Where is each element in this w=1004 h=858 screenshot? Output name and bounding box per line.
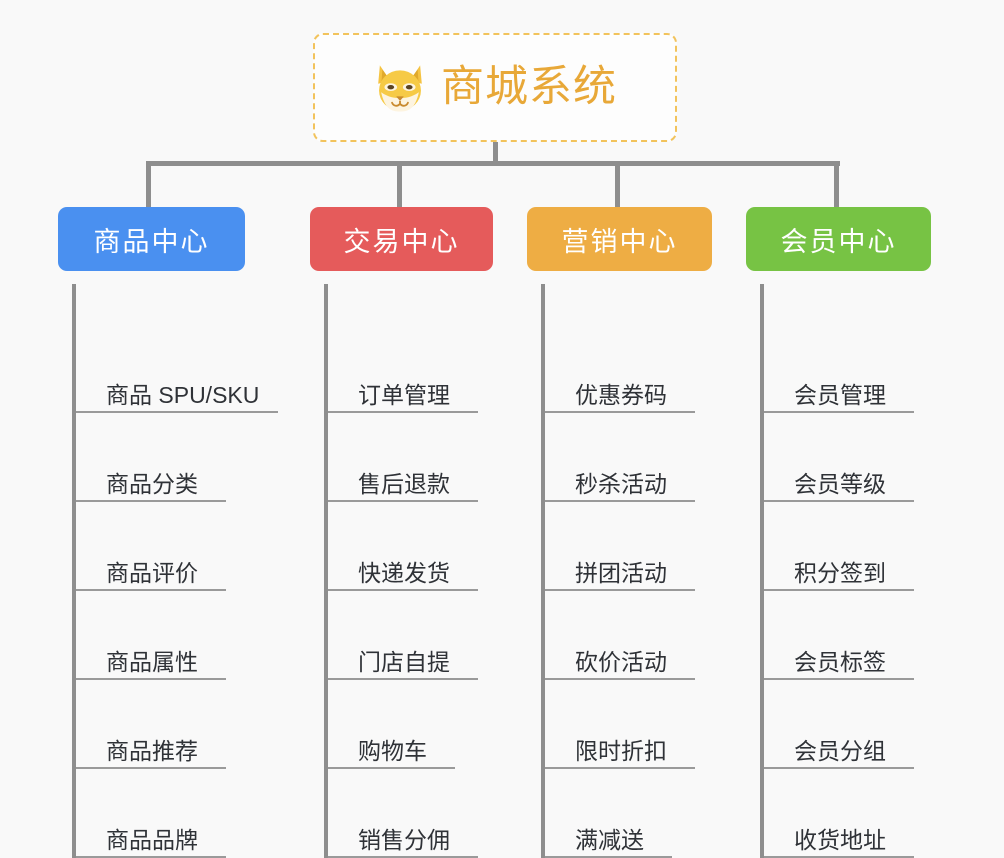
branch-item-rule <box>545 767 695 769</box>
branch-item-rule <box>328 678 478 680</box>
branch-item-label: 会员等级 <box>794 471 886 497</box>
branch-item-label: 秒杀活动 <box>575 471 667 497</box>
branch-item-label: 会员管理 <box>794 382 886 408</box>
branch-item-label: 售后退款 <box>358 471 450 497</box>
connector-horizontal-bus <box>148 161 840 166</box>
connector-root-drop <box>493 142 498 164</box>
branch-item-rule <box>328 411 478 413</box>
branch-item-label: 订单管理 <box>358 382 450 408</box>
branch-item-label: 限时折扣 <box>575 738 667 764</box>
branch-item-rule <box>328 589 478 591</box>
branch-item-label: 收货地址 <box>794 827 886 853</box>
branch-column-2: 交易中心订单管理售后退款快递发货门店自提购物车销售分佣 <box>310 207 493 858</box>
branch-column-3: 营销中心优惠券码秒杀活动拼团活动砍价活动限时折扣满减送 <box>527 207 712 858</box>
branch-item-rule <box>764 411 914 413</box>
branch-item-label: 快递发货 <box>358 560 450 586</box>
branch-item-label: 门店自提 <box>358 649 450 675</box>
branch-spine-4 <box>760 284 764 858</box>
branch-column-1: 商品中心商品 SPU/SKU 商品分类商品评价商品属性商品推荐商品品牌 <box>58 207 278 858</box>
branch-item-label: 会员分组 <box>794 738 886 764</box>
branch-item-label: 满减送 <box>575 827 644 853</box>
branch-spine-3 <box>541 284 545 858</box>
branch-item-rule <box>76 411 278 413</box>
branch-item-label: 会员标签 <box>794 649 886 675</box>
branch-item-label: 积分签到 <box>794 560 886 586</box>
branch-item-rule <box>545 589 695 591</box>
branch-item-label: 砍价活动 <box>575 649 667 675</box>
branch-item-rule <box>76 589 226 591</box>
connector-drop-2 <box>397 161 402 207</box>
branch-spine-1 <box>72 284 76 858</box>
branch-item-rule <box>545 500 695 502</box>
branch-item-label: 商品分类 <box>106 471 198 497</box>
branch-column-4: 会员中心会员管理会员等级积分签到会员标签会员分组收货地址 <box>746 207 931 858</box>
branch-header-2[interactable]: 交易中心 <box>310 207 493 271</box>
branch-item-rule <box>545 411 695 413</box>
branch-header-3[interactable]: 营销中心 <box>527 207 712 271</box>
branch-item-rule <box>764 589 914 591</box>
branch-item-label: 商品推荐 <box>106 738 198 764</box>
shiba-dog-face-icon <box>373 62 427 114</box>
branch-header-1[interactable]: 商品中心 <box>58 207 245 271</box>
branch-item-rule <box>764 767 914 769</box>
branch-item-label: 购物车 <box>358 738 427 764</box>
connector-drop-4 <box>834 161 839 207</box>
branch-item-rule <box>76 678 226 680</box>
root-node[interactable]: 商城系统 <box>313 33 677 142</box>
branch-item-rule <box>328 500 478 502</box>
branch-item-rule <box>764 678 914 680</box>
connector-drop-1 <box>146 161 151 207</box>
branch-item-label: 商品评价 <box>106 560 198 586</box>
connector-drop-3 <box>615 161 620 207</box>
branch-spine-2 <box>324 284 328 858</box>
branch-item-rule <box>76 500 226 502</box>
branch-item-rule <box>764 500 914 502</box>
mindmap-canvas: 商城系统 商品中心商品 SPU/SKU 商品分类商品评价商品属性商品推荐商品品牌 交… <box>58 33 931 858</box>
root-title: 商城系统 <box>441 63 617 111</box>
branch-item-label: 拼团活动 <box>575 560 667 586</box>
branch-item-label: 商品 SPU/SKU <box>106 382 260 408</box>
branch-item-rule <box>545 678 695 680</box>
branch-item-rule <box>328 767 455 769</box>
branch-item-label: 商品品牌 <box>106 827 198 853</box>
branch-item-label: 商品属性 <box>106 649 198 675</box>
branch-item-label: 优惠券码 <box>575 382 667 408</box>
branch-item-label: 销售分佣 <box>358 827 450 853</box>
branch-item-rule <box>76 767 226 769</box>
branch-header-4[interactable]: 会员中心 <box>746 207 931 271</box>
